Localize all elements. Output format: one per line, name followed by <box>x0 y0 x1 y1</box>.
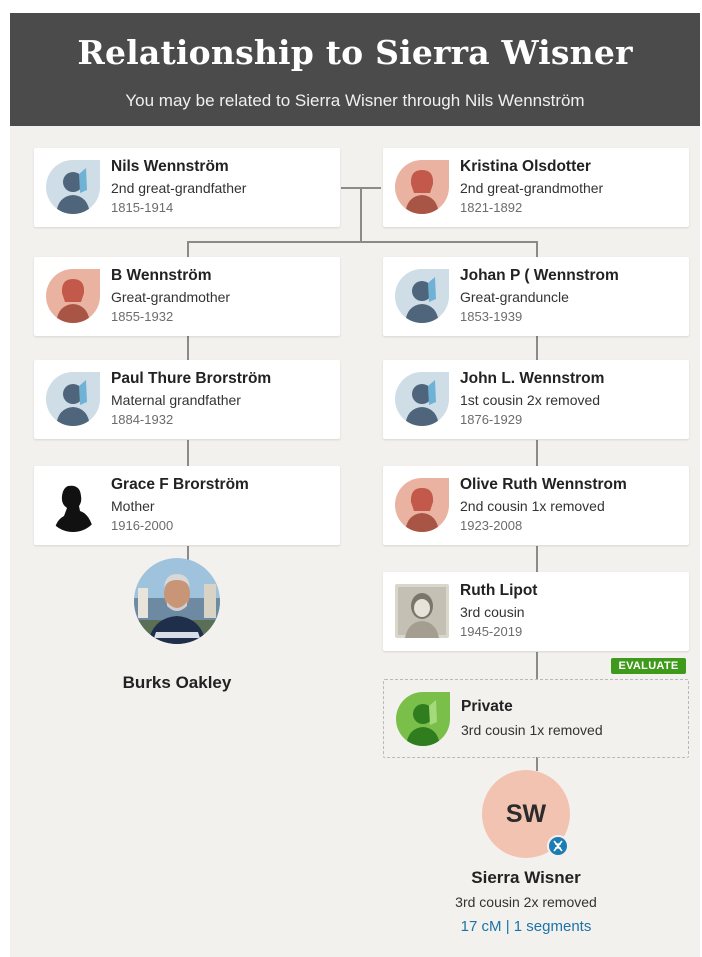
person-card-john-l-wennstrom[interactable]: John L. Wennstrom 1st cousin 2x removed … <box>383 360 689 439</box>
person-card-paul-thure-brorstrom[interactable]: Paul Thure Brorström Maternal grandfathe… <box>34 360 340 439</box>
person-dates: 1923-2008 <box>460 518 523 533</box>
person-name: Nils Wennström <box>111 158 229 175</box>
male-silhouette-icon <box>395 269 449 323</box>
person-name: Private <box>461 698 513 715</box>
person-card-ruth-lipot[interactable]: Ruth Lipot 3rd cousin 1945-2019 <box>383 572 689 651</box>
shared-dna-summary: 17 cM | 1 segments <box>420 918 632 935</box>
female-silhouette-icon <box>395 478 449 532</box>
person-name: Paul Thure Brorström <box>111 370 272 387</box>
person-card-nils-wennstrom[interactable]: Nils Wennström 2nd great-grandfather 181… <box>34 148 340 227</box>
person-relation: 2nd cousin 1x removed <box>460 498 605 514</box>
person-dates: 1855-1932 <box>111 309 174 324</box>
connector-line <box>187 241 189 257</box>
silhouette-portrait-photo <box>46 478 100 532</box>
person-relation: Great-granduncle <box>460 289 569 305</box>
male-silhouette-icon <box>46 372 100 426</box>
person-relation: 2nd great-grandfather <box>111 180 247 196</box>
person-card-private[interactable]: Private 3rd cousin 1x removed <box>383 679 689 758</box>
connector-line <box>360 187 362 242</box>
person-dates: 1853-1939 <box>460 309 523 324</box>
male-silhouette-icon <box>46 160 100 214</box>
male-silhouette-icon <box>395 372 449 426</box>
person-dates: 1945-2019 <box>460 624 523 639</box>
person-dates: 1884-1932 <box>111 412 174 427</box>
connector-line <box>536 652 538 679</box>
female-silhouette-icon <box>395 160 449 214</box>
person-relation: 1st cousin 2x removed <box>460 392 601 408</box>
person-dates: 1876-1929 <box>460 412 523 427</box>
header-banner: Relationship to Sierra Wisner You may be… <box>10 13 700 126</box>
person-name: B Wennström <box>111 267 212 284</box>
female-silhouette-icon <box>46 269 100 323</box>
person-name: John L. Wennstrom <box>460 370 605 387</box>
person-relation: 2nd great-grandmother <box>460 180 604 196</box>
connector-line <box>187 241 538 243</box>
match-name: Sierra Wisner <box>471 868 581 887</box>
person-relation: Mother <box>111 498 155 514</box>
person-dates: 1916-2000 <box>111 518 174 533</box>
dna-match-icon <box>547 835 569 857</box>
connector-line <box>187 336 189 360</box>
segments-link[interactable]: 1 segments <box>513 918 592 935</box>
person-relation: Maternal grandfather <box>111 392 241 408</box>
person-card-b-wennstrom[interactable]: B Wennström Great-grandmother 1855-1932 <box>34 257 340 336</box>
person-card-johan-p-wennstrom[interactable]: Johan P ( Wennstrom Great-granduncle 185… <box>383 257 689 336</box>
person-relation: Great-grandmother <box>111 289 231 305</box>
person-name: Grace F Brorström <box>111 476 249 493</box>
evaluate-badge[interactable]: EVALUATE <box>611 658 686 674</box>
person-card-grace-f-brorstrom[interactable]: Grace F Brorström Mother 1916-2000 <box>34 466 340 545</box>
page-subtitle: You may be related to Sierra Wisner thro… <box>125 91 585 110</box>
connector-line <box>536 757 538 771</box>
shared-cm-link[interactable]: 17 cM <box>460 918 502 935</box>
connector-line <box>536 336 538 360</box>
self-person-name: Burks Oakley <box>122 673 232 692</box>
person-relation: 3rd cousin 1x removed <box>461 722 603 738</box>
person-card-kristina-olsdotter[interactable]: Kristina Olsdotter 2nd great-grandmother… <box>383 148 689 227</box>
connector-line <box>536 440 538 466</box>
connector-line <box>187 546 189 560</box>
connector-line <box>187 440 189 466</box>
person-name: Ruth Lipot <box>460 582 538 599</box>
profile-photo[interactable] <box>134 558 220 644</box>
person-dates: 1821-1892 <box>460 200 523 215</box>
person-name: Olive Ruth Wennstrom <box>460 476 627 493</box>
dna-separator: | <box>505 918 510 935</box>
person-relation: 3rd cousin <box>460 604 525 620</box>
person-card-olive-ruth-wennstrom[interactable]: Olive Ruth Wennstrom 2nd cousin 1x remov… <box>383 466 689 545</box>
person-dates: 1815-1914 <box>111 200 174 215</box>
person-name: Kristina Olsdotter <box>460 158 591 175</box>
connector-line <box>536 241 538 257</box>
match-relation: 3rd cousin 2x removed <box>455 894 597 910</box>
private-silhouette-icon <box>396 692 450 746</box>
page-title: Relationship to Sierra Wisner <box>77 33 633 72</box>
match-avatar-initials[interactable]: SW <box>482 770 570 858</box>
connector-line <box>536 546 538 572</box>
portrait-photo <box>395 584 449 638</box>
person-name: Johan P ( Wennstrom <box>460 267 619 284</box>
